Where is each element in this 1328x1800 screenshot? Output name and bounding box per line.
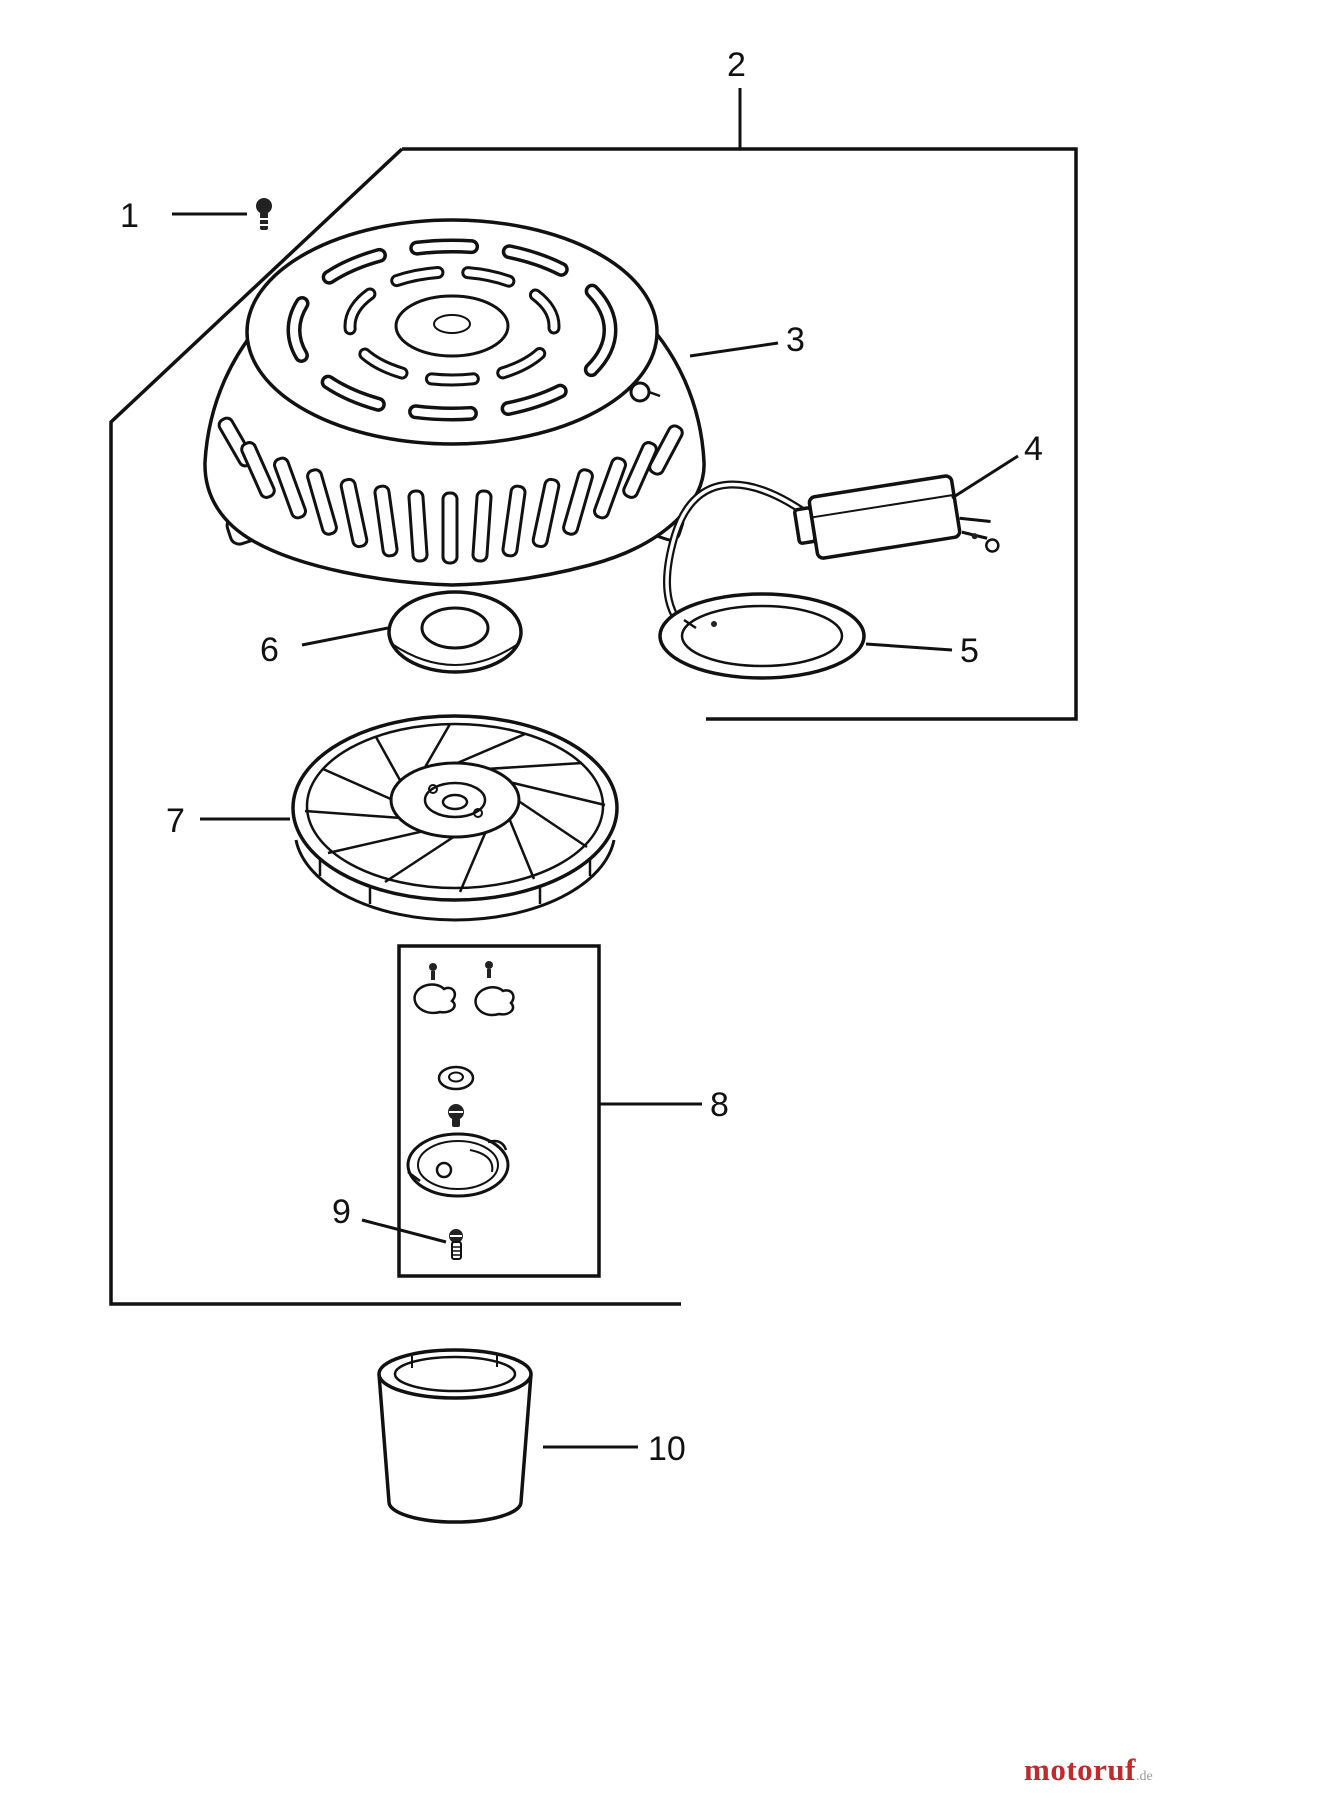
callout-5: 5 — [960, 632, 979, 670]
callout-1: 1 — [120, 197, 139, 235]
fan-blades — [304, 723, 606, 893]
flywheel-fan-part-7 — [291, 714, 619, 922]
kit-box-part-8 — [397, 944, 601, 1278]
callout-10: 10 — [648, 1430, 686, 1468]
callout-9: 9 — [332, 1193, 351, 1231]
callout-4: 4 — [1024, 430, 1043, 468]
leader-line-3 — [689, 341, 779, 358]
leader-line-4 — [951, 454, 1019, 500]
callout-7: 7 — [166, 802, 185, 840]
housing-top-vents-outer — [286, 238, 618, 422]
callout-2: 2 — [727, 46, 746, 84]
housing-skirt-vents — [217, 416, 684, 565]
blower-housing-part-3 — [203, 218, 706, 587]
callout-8: 8 — [710, 1086, 729, 1124]
leader-line-9 — [361, 1218, 447, 1244]
watermark: motoruf.de — [1024, 1752, 1153, 1788]
starter-cup-part-10 — [377, 1348, 533, 1524]
leader-line-6 — [301, 626, 389, 647]
screw-part-9 — [449, 1229, 463, 1260]
callout-3: 3 — [786, 321, 805, 359]
leader-line-5 — [865, 642, 953, 652]
screw-part-1 — [256, 198, 272, 230]
watermark-tld: .de — [1135, 1769, 1153, 1784]
ring-part-5 — [658, 592, 866, 680]
watermark-brand: motoruf — [1024, 1752, 1136, 1787]
callout-6: 6 — [260, 631, 279, 669]
housing-top-vents-inner — [343, 265, 561, 387]
washer-part-6 — [387, 590, 523, 674]
